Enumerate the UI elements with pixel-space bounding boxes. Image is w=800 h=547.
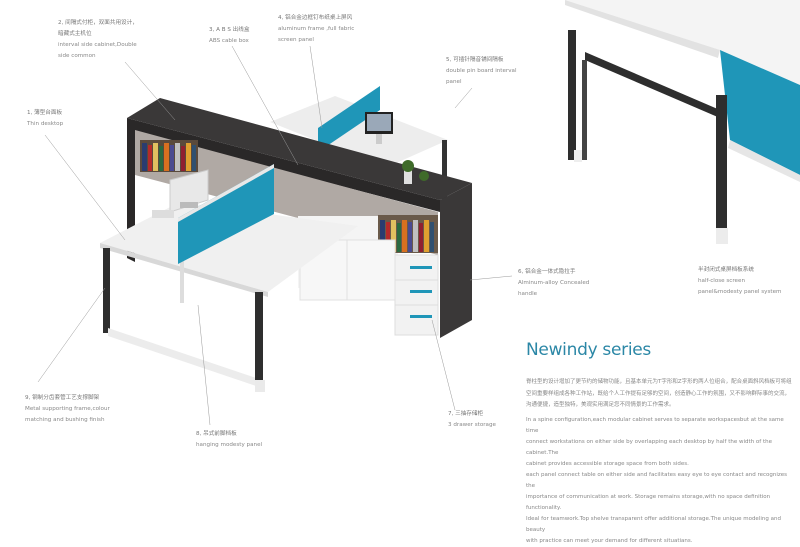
- callout-en: ABS cable box: [209, 38, 249, 44]
- description-line: cabinet provides accessible storage spac…: [526, 460, 689, 467]
- callout-en: 3 drawer storage: [448, 422, 496, 428]
- callout-en: panel: [446, 79, 462, 85]
- callout-thin-desktop: 1, 薄型台面板 Thin desktop: [27, 108, 63, 130]
- callout-en: handle: [518, 291, 538, 297]
- description-line: importance of communication at work. Sto…: [526, 493, 771, 511]
- callout-cn: 6, 铝合金一体式隐拉手: [518, 269, 576, 275]
- inset-desk-detail: [565, 0, 800, 244]
- description-line: each panel connect table on either side …: [526, 471, 788, 489]
- callout-pin-board: 5, 可插针隔音铺间隔板 double pin board interval p…: [446, 55, 517, 88]
- callout-cn: 2, 间隔式付柜，双面共用设计，: [58, 20, 138, 26]
- callout-lines: [37, 45, 513, 426]
- description-line: connect workstations on either side by o…: [526, 438, 773, 456]
- callout-screen-panel: 4, 铝合金边框钉布纸桌上屏风 aluminum frame ,full fab…: [278, 13, 354, 46]
- workstation-illustration: [37, 0, 800, 426]
- description-cn: 脊柱型的设计增加了更节约的储物功能，且基本单元为T字形和Z字形的两人位组合，配合…: [526, 379, 792, 408]
- callout-cn: 7, 三抽存储柜: [448, 411, 484, 417]
- callout-cn: 1, 薄型台面板: [27, 110, 63, 116]
- callout-drawer-storage: 7, 三抽存储柜 3 drawer storage: [448, 409, 496, 431]
- back-desktop: [270, 96, 448, 168]
- callout-en: screen panel: [278, 37, 314, 43]
- callout-side-cabinet: 2, 间隔式付柜，双面共用设计， 暗藏式主机位 interval side ca…: [58, 18, 138, 62]
- callout-metal-frame: 9, 钢制分齿套管工艺支撑脚架 Metal supporting frame,c…: [25, 393, 110, 426]
- callout-en: panel&modesty panel system: [698, 289, 782, 295]
- callout-en: matching and bushing finish: [25, 417, 105, 423]
- callout-handle: 6, 铝合金一体式隐拉手 Alminum-alloy Concealed han…: [518, 267, 589, 300]
- callout-cn: 5, 可插针隔音铺间隔板: [446, 57, 504, 63]
- callout-en: interval side cabinet,Double: [58, 42, 137, 48]
- callout-cn: 9, 钢制分齿套管工艺支撑脚架: [25, 395, 100, 401]
- cabinet-top: [127, 98, 472, 200]
- drawer-pedestal: [394, 254, 439, 336]
- callout-en: double pin board interval: [446, 68, 517, 74]
- callout-cn: 半封闭式桌屏档板系统: [698, 267, 754, 273]
- callout-en: aluminum frame ,full fabric: [278, 26, 355, 32]
- back-screen-panel: [318, 86, 380, 152]
- callout-en: Metal supporting frame,colour: [25, 406, 110, 412]
- callout-en: Thin desktop: [27, 121, 64, 127]
- front-desktop: [100, 202, 358, 292]
- series-description: 脊柱型的设计增加了更节约的储物功能，且基本单元为T字形和Z字形的两人位组合，配合…: [526, 377, 794, 547]
- callout-cable-box: 3, A B S 出线盒 ABS cable box: [209, 25, 249, 47]
- callout-cn: 暗藏式主机位: [58, 31, 92, 37]
- series-title: Newindy series: [526, 340, 651, 360]
- callout-inset-system: 半封闭式桌屏档板系统 half-close screen panel&modes…: [698, 265, 781, 298]
- front-screen-panel: [178, 164, 274, 264]
- callout-modesty-panel: 8, 吊式前脚档板 hanging modesty panel: [196, 429, 262, 451]
- callout-en: side common: [58, 53, 96, 59]
- callout-cn: 4, 铝合金边框钉布纸桌上屏风: [278, 15, 353, 21]
- callout-en: hanging modesty panel: [196, 442, 263, 448]
- callout-cn: 8, 吊式前脚档板: [196, 431, 237, 437]
- callout-en: Alminum-alloy Concealed: [518, 280, 590, 286]
- description-line: Ideal for teamwork.Top shelve transparen…: [526, 515, 781, 533]
- callout-cn: 3, A B S 出线盒: [209, 27, 250, 33]
- description-line: In a spine configuration,each modular ca…: [526, 416, 784, 434]
- description-line: with practice can meet your demand for d…: [526, 537, 693, 544]
- callout-en: half-close screen: [698, 278, 745, 284]
